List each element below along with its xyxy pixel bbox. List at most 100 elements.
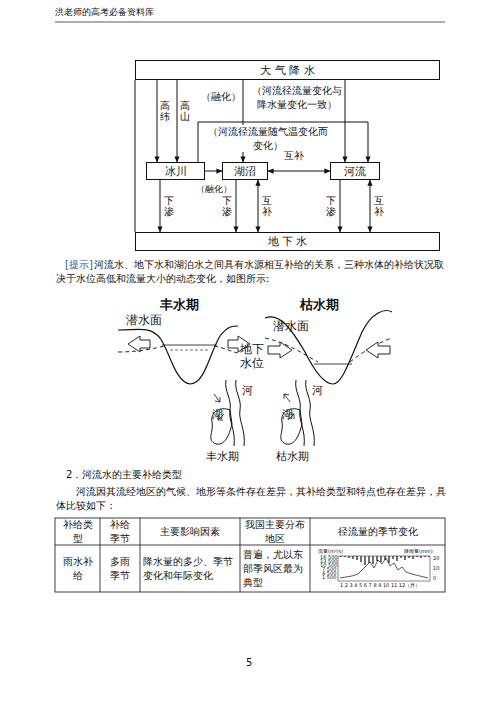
rain-bar xyxy=(384,556,385,560)
rain-bar xyxy=(420,556,421,558)
table-cell: 普遍，尤以东部季风区最为典型 xyxy=(240,545,310,592)
rain-bar xyxy=(400,556,401,558)
rain-bar xyxy=(416,556,417,557)
box-label: 地 下 水 xyxy=(268,234,308,249)
section-title: 丰水期 xyxy=(160,296,199,314)
rain-bar xyxy=(368,556,369,563)
table-cell: 我国主要分布地区 xyxy=(240,518,310,545)
table-text: 雨水补给 xyxy=(58,555,97,583)
table-cell: 径流量的季节变化 xyxy=(310,518,445,545)
rain-bar xyxy=(352,556,353,559)
axis-tick: 20 xyxy=(433,556,439,561)
rain-bar xyxy=(376,556,377,561)
edge-label: （河流径流量变化与降水量变化一致） xyxy=(250,84,344,111)
table-text: 降水量的多少、季节变化和年际变化 xyxy=(143,555,237,583)
axis-tick: 0 xyxy=(433,576,436,581)
table-cell: 补给类型 xyxy=(55,518,100,545)
table-grid xyxy=(55,518,445,592)
section-heading: 2．河流水的主要补给类型 xyxy=(66,468,182,482)
flow-arrow xyxy=(205,171,222,172)
river-label: 河 xyxy=(242,384,253,399)
table-cell: 雨水补给 xyxy=(55,545,100,592)
box-label: 冰川 xyxy=(165,164,187,179)
axis-tick: 1 500 xyxy=(322,575,336,580)
rain-bar xyxy=(412,556,413,559)
body-text: 河流因其流经地区的气候、地形等条件存在差异，其补给类型和特点也存在差异，具体比较… xyxy=(56,485,446,512)
axis-title: 流量(m³/s) xyxy=(318,549,343,554)
month-axis: 1 2 3 4 5 6 7 8 9 10 11 12（月） xyxy=(340,583,420,588)
rain-bar xyxy=(360,556,361,562)
flow-arrow xyxy=(160,180,161,232)
edge-label: （融化） xyxy=(200,90,242,104)
rain-bar xyxy=(428,556,429,557)
header-rule xyxy=(55,22,445,23)
table-cell: 多雨季节 xyxy=(100,545,140,592)
rain-bar xyxy=(392,556,393,559)
rain-bar xyxy=(424,556,425,557)
lake-label: 湖 xyxy=(212,408,223,423)
edge-label: 下渗 xyxy=(164,195,174,217)
flood-map xyxy=(211,380,244,446)
axis-title: 降雨量(mm) xyxy=(404,549,433,554)
edge-label: 下渗 xyxy=(222,195,232,217)
edge-label: 下渗 xyxy=(326,195,336,217)
frame-line xyxy=(135,80,136,232)
hint-text: 河流水、地下水和湖泊水之间具有水源相互补给的关系，三种水体的补给状况取决于水位高… xyxy=(56,258,446,285)
page-header: 洪老师的高考必备资料库 xyxy=(55,6,154,18)
box-label: 河流 xyxy=(344,164,366,179)
edge-label: 高纬 xyxy=(160,100,170,122)
section-title: 枯水期 xyxy=(300,296,339,314)
table-text: 多雨季节 xyxy=(106,555,134,583)
edge-label: 互补 xyxy=(284,149,304,163)
rain-bar xyxy=(396,556,397,561)
edge-label: （河流径流量随气温变化而变化） xyxy=(206,125,330,152)
edge-label: 互补 xyxy=(262,195,272,217)
table-cell: 补给季节 xyxy=(100,518,140,545)
page-number: 5 xyxy=(246,656,252,670)
flow-arrow xyxy=(157,80,158,162)
table-header: 补给季节 xyxy=(106,518,134,546)
flow-arrow xyxy=(340,180,341,232)
water-table-label: 潜水面 xyxy=(273,318,309,334)
process-box: 湖沼 xyxy=(222,162,268,180)
table-header: 我国主要分布地区 xyxy=(244,518,306,546)
river-label: 河 xyxy=(312,384,323,399)
process-box: 冰川 xyxy=(146,162,205,180)
edge-label: 互补 xyxy=(374,195,384,217)
rain-bar xyxy=(348,556,349,558)
axis-tick: 10 xyxy=(433,566,439,571)
flow-arrow xyxy=(177,80,178,162)
flow-arrow xyxy=(370,180,371,232)
map-caption: 丰水期 xyxy=(206,450,239,465)
table-header: 径流量的季节变化 xyxy=(338,525,418,539)
table-text: 普遍，尤以东部季风区最为典型 xyxy=(243,548,307,590)
rain-bar xyxy=(356,556,357,560)
edge-label: （融化） xyxy=(195,183,233,195)
rain-bar xyxy=(380,556,381,562)
lake-label: 湖 xyxy=(282,408,293,423)
flow-arrow xyxy=(236,180,237,232)
box-label: 湖沼 xyxy=(234,164,256,179)
table-header: 主要影响因素 xyxy=(160,525,220,539)
edge-label: 高山 xyxy=(180,100,190,122)
dry-section xyxy=(265,311,392,384)
flow-arrow xyxy=(268,171,330,172)
flow-arrow xyxy=(258,180,259,232)
water-table-label: 潜水面 xyxy=(126,312,162,328)
table-cell: 主要影响因素 xyxy=(140,518,240,545)
hint-tag: [提示] xyxy=(65,258,93,272)
rain-bar xyxy=(344,556,345,557)
process-box: 地 下 水 xyxy=(135,232,440,251)
table-header: 补给类型 xyxy=(58,518,97,546)
water-level-label: 地下 水位 xyxy=(240,342,266,371)
rain-bar xyxy=(408,556,409,558)
rain-bar xyxy=(372,556,373,564)
process-box: 大 气 降 水 xyxy=(135,60,440,80)
flow-arrow xyxy=(345,80,346,162)
rain-bar xyxy=(340,556,341,557)
dry-map xyxy=(281,380,314,446)
map-caption: 枯水期 xyxy=(276,450,309,465)
box-label: 大 气 降 水 xyxy=(260,63,315,78)
process-box: 河流 xyxy=(330,162,380,180)
flood-section xyxy=(118,326,250,384)
